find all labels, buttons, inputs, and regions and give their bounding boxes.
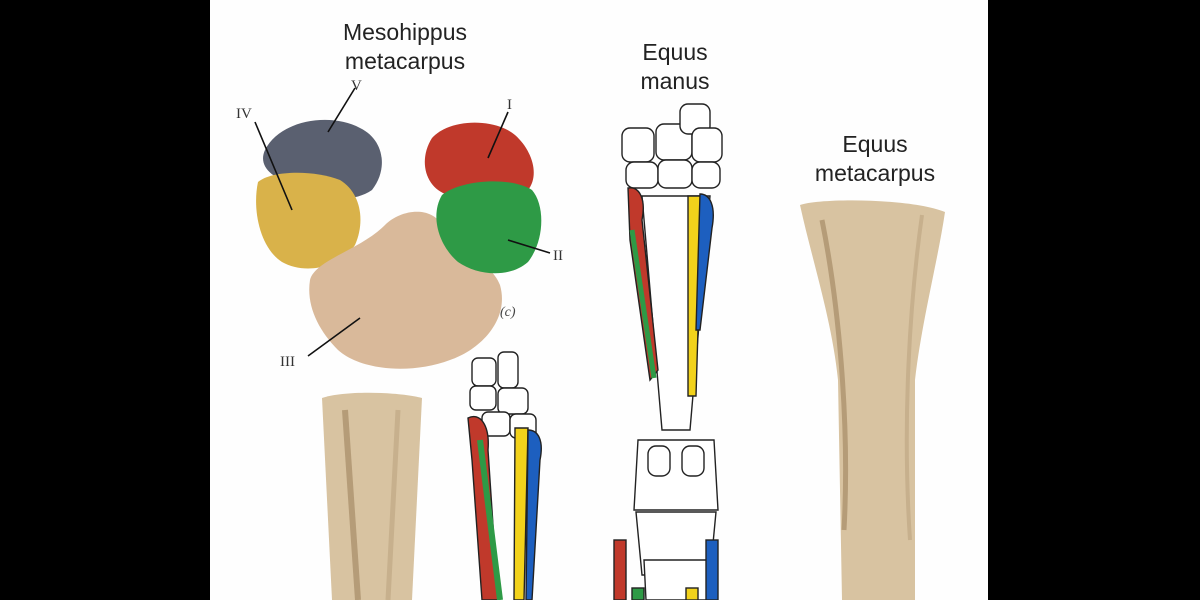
digit-I-red-bone (424, 122, 534, 199)
equus-metacarpus-title-line2: metacarpus (814, 160, 936, 186)
equus-metacarpus-title: Equus metacarpus (800, 130, 950, 188)
mesohippus-title-line1: Mesohippus (342, 19, 468, 45)
mesohippus-manus-diagram (467, 351, 542, 600)
equus-manus-diagram (613, 103, 723, 600)
mesohippus-metacarpus-proximal-view (254, 87, 551, 369)
digit-III-label: III (280, 354, 295, 370)
figure-artwork (254, 87, 945, 600)
digit-II-green-bone (436, 181, 542, 274)
digit-I-label: I (507, 97, 512, 113)
mesohippus-metacarpus-bone (322, 392, 422, 600)
equus-metacarpus-title-line1: Equus (842, 131, 908, 157)
equus-metacarpus-bone (800, 200, 945, 600)
equus-manus-title-line2: manus (640, 68, 710, 94)
figure-panel: Mesohippus metacarpus Equus manus Equus … (210, 0, 988, 600)
mesohippus-title-line2: metacarpus (344, 48, 466, 74)
digit-IV-label: IV (236, 106, 252, 122)
digit-IV-yellow-bone (256, 172, 361, 269)
equus-manus-title: Equus manus (610, 38, 740, 96)
equus-manus-title-line1: Equus (642, 39, 708, 65)
digit-V-label: V (351, 78, 362, 94)
mesohippus-metacarpus-title: Mesohippus metacarpus (320, 18, 490, 76)
panel-c-label: (c) (500, 305, 516, 320)
digit-II-label: II (553, 248, 563, 264)
